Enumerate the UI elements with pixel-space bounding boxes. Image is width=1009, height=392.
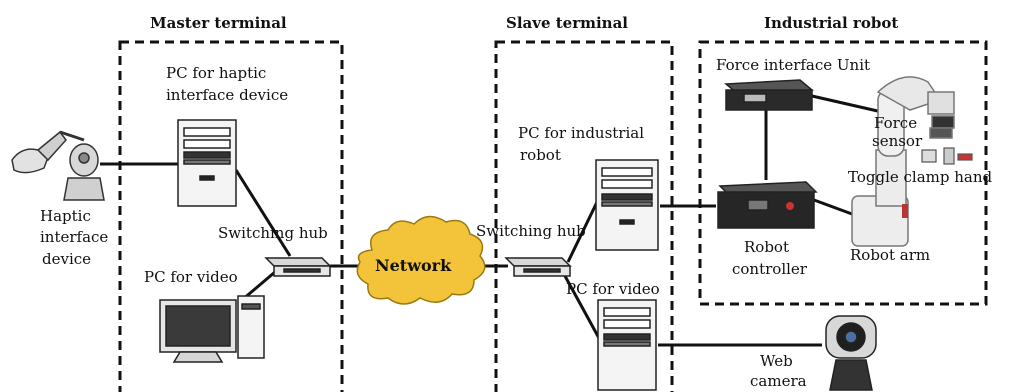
connection-lines [100, 94, 883, 347]
network-label: Network [375, 256, 452, 275]
controller-to-arm-line [813, 198, 853, 216]
web-camera-label-line2: camera [750, 372, 807, 390]
robot-arm-label: Robot arm [850, 246, 931, 264]
haptic-label-line3: device [42, 250, 92, 268]
slave-terminal-box [494, 40, 674, 392]
force-sensor-label-line1: Force [874, 114, 918, 132]
switching-hub-slave-label: Switching hub [476, 222, 586, 240]
pc-video-master-label: PC for video [144, 268, 238, 286]
force-sensor-label-line2: sensor [872, 132, 923, 150]
master-terminal-box [118, 40, 344, 392]
network-cloud [356, 215, 486, 305]
robot-controller-label-line2: controller [732, 260, 807, 278]
web-camera [825, 315, 877, 391]
pc-video-master [159, 295, 265, 363]
pc-haptic-label-line1: PC for haptic [166, 64, 267, 82]
pc-video-slave-label: PC for video [566, 280, 660, 298]
pc-robot-label-line2: robot [520, 146, 561, 164]
pc-robot-tower [595, 159, 659, 251]
haptic-label-line2: interface [40, 228, 109, 246]
haptic-device-illustration [11, 130, 105, 201]
robot-arm [851, 76, 955, 247]
master-terminal-title: Master terminal [150, 14, 287, 32]
pc-haptic-to-hub-line [234, 169, 292, 257]
slave-terminal-title: Slave terminal [506, 14, 628, 32]
hub-to-pc-video-line [563, 275, 602, 341]
force-interface-unit [724, 79, 814, 111]
robot-controller [717, 181, 818, 229]
hub-to-pc-robot-line [566, 199, 600, 263]
industrial-robot-title: Industrial robot [764, 14, 899, 32]
haptic-label-line1: Haptic [40, 207, 91, 225]
switching-hub-slave [504, 257, 572, 277]
switching-hub-master-label: Switching hub [218, 224, 328, 242]
pc-video-slave-tower [597, 299, 657, 391]
industrial-robot-box [698, 40, 988, 306]
pc-haptic-tower [177, 119, 237, 207]
web-camera-label-line1: Web [760, 352, 793, 370]
fiu-to-sensor-line [811, 94, 883, 114]
toggle-clamp-hand-label: Toggle clamp hand [848, 168, 993, 186]
pc-haptic-label-line2: interface device [166, 86, 289, 104]
robot-controller-label-line1: Robot [744, 238, 789, 256]
switching-hub-master [264, 257, 332, 277]
toggle-clamp-parts [921, 147, 973, 165]
pc-robot-label-line1: PC for industrial [518, 124, 645, 142]
force-interface-unit-label: Force interface Unit [716, 56, 871, 74]
